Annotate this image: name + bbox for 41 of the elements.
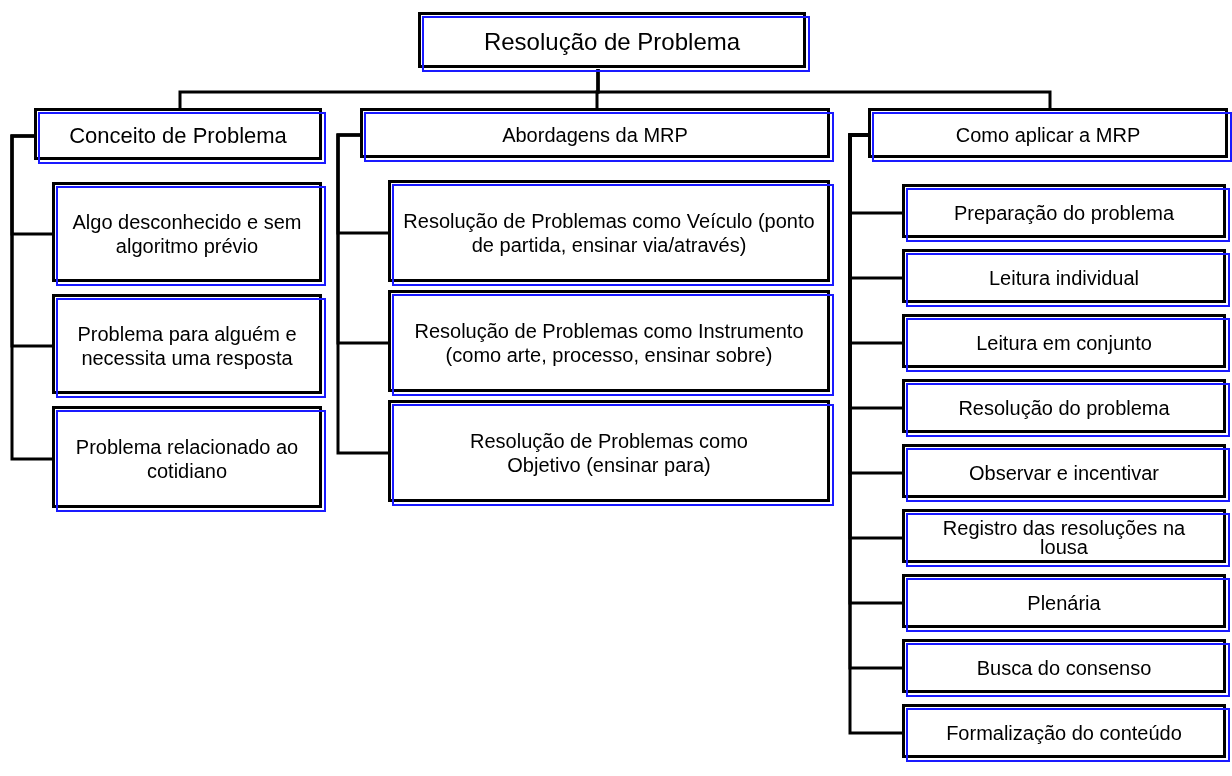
connector-line: [336, 133, 389, 455]
process-box: [52, 182, 326, 286]
process-box: [360, 108, 834, 162]
process-box: [902, 184, 1230, 242]
box-label: Resolução do problema: [957, 396, 1171, 420]
box-label: Problema para alguém e necessita uma resposta: [76, 322, 298, 370]
process-box: [52, 406, 326, 512]
box-label: Preparação do problema: [952, 201, 1176, 225]
process-box: [902, 249, 1230, 307]
box-label: Abordagens da MRP: [501, 123, 689, 147]
connector-line: [596, 69, 1052, 109]
process-box: [418, 12, 810, 72]
box-label: Observar e incentivar: [967, 461, 1161, 485]
process-box: [34, 108, 326, 164]
process-box: [388, 400, 834, 506]
process-box: [868, 108, 1232, 162]
process-box: [902, 704, 1230, 762]
box-label: Leitura em conjunto: [975, 331, 1153, 355]
box-label: Resolução de Problema: [482, 27, 742, 57]
box-label: Busca do consenso: [975, 656, 1153, 680]
connector-line: [10, 134, 53, 461]
process-box: [52, 294, 326, 398]
process-box: [902, 574, 1230, 632]
box-label: Algo desconhecido e sem algoritmo prévio: [71, 210, 303, 258]
box-label: Resolução de Problemas como Instrumento (como arte, processo, ensinar sobre): [413, 319, 805, 367]
process-box: [902, 314, 1230, 372]
box-label: Formalização do conteúdo: [945, 721, 1183, 745]
process-box: [902, 444, 1230, 502]
box-label: Plenária: [1026, 591, 1102, 615]
process-box: [902, 639, 1230, 697]
box-label: Problema relacionado ao cotidiano: [74, 435, 300, 483]
box-label: Leitura individual: [987, 266, 1141, 290]
process-box: [388, 180, 834, 286]
box-label: Como aplicar a MRP: [954, 123, 1142, 147]
process-box: [902, 379, 1230, 437]
box-label: Resolução de Problemas como Veículo (ponto de partida, ensinar via/através): [402, 209, 816, 257]
process-box: [388, 290, 834, 396]
box-label: Registro das resoluções na lousa: [941, 519, 1187, 557]
box-label: Conceito de Problema: [68, 122, 288, 150]
process-box: [902, 509, 1230, 567]
box-label: Resolução de Problemas como Objetivo (ensinar para): [469, 429, 749, 477]
